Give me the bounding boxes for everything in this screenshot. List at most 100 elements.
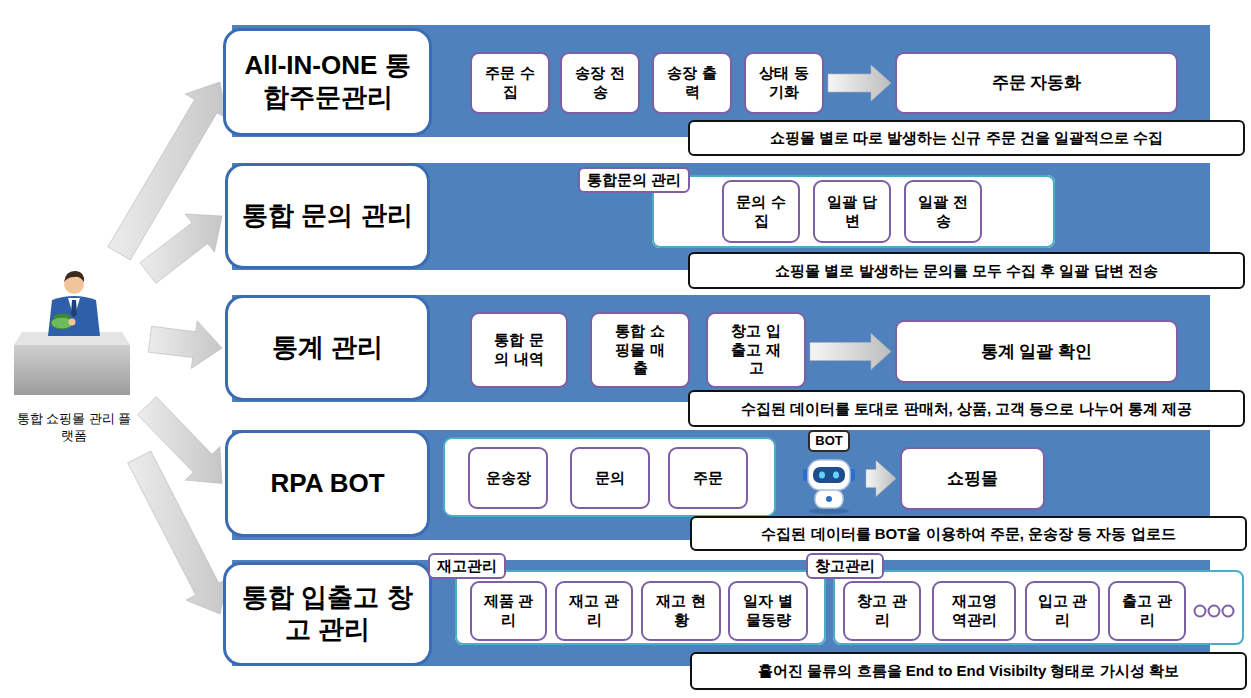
function-box: 송장 출력: [652, 52, 732, 114]
node-text: 일자 별 물동량: [742, 592, 795, 630]
node-text: 통계 일괄 확인: [981, 341, 1092, 362]
function-box: 일괄 전송: [904, 180, 982, 243]
node-text: 제품 관리: [482, 592, 535, 630]
function-box: 주문 수집: [470, 52, 550, 114]
more-dot: [1209, 606, 1220, 617]
node-text: 창고 관리: [856, 592, 909, 630]
node-text: 흩어진 물류의 흐름을 End to End Visibilty 형태로 가시성…: [758, 662, 1179, 680]
section-heading: 통합 문의 관리: [225, 163, 430, 269]
group-tab: 재고관리: [428, 553, 506, 579]
node-text: 주문 수집: [484, 64, 537, 102]
node-text: 쇼핑몰 별로 따로 발생하는 신규 주문 건을 일괄적으로 수집: [770, 129, 1163, 147]
node-text: 통계 관리: [272, 332, 383, 364]
robot-eye: [819, 472, 825, 479]
node-text: 일괄 답변: [826, 193, 879, 231]
platform-illustration: [14, 271, 130, 395]
group-tab: 창고관리: [806, 553, 884, 579]
node-text: 주문: [682, 469, 735, 488]
group-fill: [455, 570, 826, 645]
node-text: 창고 입출고 재고: [730, 322, 783, 378]
node-text: RPA BOT: [270, 468, 384, 500]
block-arrow: [128, 451, 229, 614]
more-dot: [1223, 606, 1234, 617]
node-text: 통합 쇼핑몰 매출: [614, 322, 667, 378]
node-text: 수집된 데이터를 토대로 판매처, 상품, 고객 등으로 나누어 통계 제공: [741, 400, 1192, 418]
block-arrow: [828, 65, 891, 101]
node-text: 통합 쇼핑몰 관리 플랫폼: [16, 411, 132, 445]
group-box: 재고관리제품 관리재고 관리재고 현 황일자 별 물동량: [455, 570, 826, 645]
node-text: 문의 수집: [735, 193, 788, 231]
node-text: 주문 자동화: [992, 72, 1082, 93]
node-text: All-IN-ONE 통합주문관리: [234, 50, 421, 113]
node-text: 문의: [584, 469, 637, 488]
person-tie: [71, 300, 77, 318]
node-text: 재고영 역관리: [948, 592, 1001, 630]
caption-box: 흩어진 물류의 흐름을 End to End Visibilty 형태로 가시성…: [690, 652, 1247, 690]
function-box: 문의: [570, 447, 650, 509]
block-arrow: [866, 461, 896, 497]
node-text: 출고 관리: [1121, 592, 1174, 630]
section-heading: RPA BOT: [225, 430, 430, 537]
result-box: 통계 일괄 확인: [895, 320, 1178, 383]
result-box: 쇼핑몰: [900, 447, 1045, 510]
function-box: 통합 문의 내역: [470, 312, 568, 388]
robot-shadow: [809, 508, 849, 514]
result-box: 주문 자동화: [895, 52, 1178, 114]
caption-box: 쇼핑몰 별로 발생하는 문의를 모두 수집 후 일괄 답변 전송: [688, 252, 1245, 289]
phone-receiver: [54, 315, 70, 318]
node-text: 일괄 전송: [917, 193, 970, 231]
node-text: 송장 출력: [666, 64, 719, 102]
group-box: [444, 438, 775, 516]
node-text: BOT: [808, 430, 849, 452]
platform-front: [14, 345, 130, 395]
node-text: 통합 문의 내역: [493, 331, 546, 369]
platform-icon: 통합 쇼핑몰 관리 플랫폼: [8, 262, 140, 448]
robot-head: [808, 460, 850, 490]
function-box: 주문: [668, 447, 748, 509]
function-box: 재고영 역관리: [932, 581, 1016, 641]
function-box: 송장 전송: [560, 52, 640, 114]
robot-light: [826, 496, 832, 502]
function-box: 창고 입출고 재고: [706, 312, 806, 388]
node-text: 재고 현 황: [655, 592, 708, 630]
node-text: 재고 관리: [568, 592, 621, 630]
person-hand: [69, 319, 76, 326]
function-box: 통합 쇼핑몰 매출: [590, 312, 690, 388]
caption-box: 수집된 데이터를 토대로 판매처, 상품, 고객 등으로 나누어 통계 제공: [688, 390, 1245, 427]
group-box: 통합문의 관리문의 수집일괄 답변일괄 전송: [652, 175, 1055, 248]
person-suit: [48, 296, 100, 336]
section-heading: 통합 입출고 창고 관리: [223, 562, 432, 666]
caption-box: 수집된 데이터를 BOT을 이용하여 주문, 운송장 등 자동 업로드: [690, 516, 1247, 551]
more-dot: [1195, 606, 1206, 617]
block-arrow: [148, 321, 222, 369]
function-box: 입고 관리: [1025, 581, 1100, 641]
section-heading: All-IN-ONE 통합주문관리: [223, 28, 432, 136]
group-fill: [833, 570, 1244, 645]
group-fill: [652, 175, 1055, 248]
node-text: 쇼핑몰: [947, 468, 998, 489]
node-text: 운송장: [482, 469, 535, 488]
node-text: 쇼핑몰 별로 발생하는 문의를 모두 수집 후 일괄 답변 전송: [775, 262, 1158, 280]
function-box: 재고 현 황: [641, 581, 721, 641]
function-box: 상태 동기화: [744, 52, 824, 114]
section-heading: 통계 관리: [225, 295, 430, 401]
block-arrow: [140, 214, 222, 283]
robot-body: [815, 490, 843, 508]
node-text: 통합 문의 관리: [242, 200, 412, 232]
function-box: 문의 수집: [722, 180, 800, 243]
person-shirt: [68, 298, 80, 318]
bot-icon: BOT: [796, 430, 862, 514]
node-text: 입고 관리: [1036, 592, 1089, 630]
person-hair: [64, 271, 84, 282]
group-box: 창고관리창고 관리재고영 역관리입고 관리출고 관리: [833, 570, 1244, 645]
node-text: 상태 동기화: [758, 64, 811, 102]
robot-illustration: [803, 460, 855, 514]
function-box: 출고 관리: [1108, 581, 1186, 641]
caption-box: 쇼핑몰 별로 따로 발생하는 신규 주문 건을 일괄적으로 수집: [688, 120, 1245, 156]
group-tab: 통합문의 관리: [578, 167, 690, 193]
node-text: 통합 입출고 창고 관리: [234, 582, 421, 645]
function-box: 운송장: [468, 447, 548, 509]
function-box: 재고 관리: [555, 581, 633, 641]
robot-eye: [833, 472, 839, 479]
